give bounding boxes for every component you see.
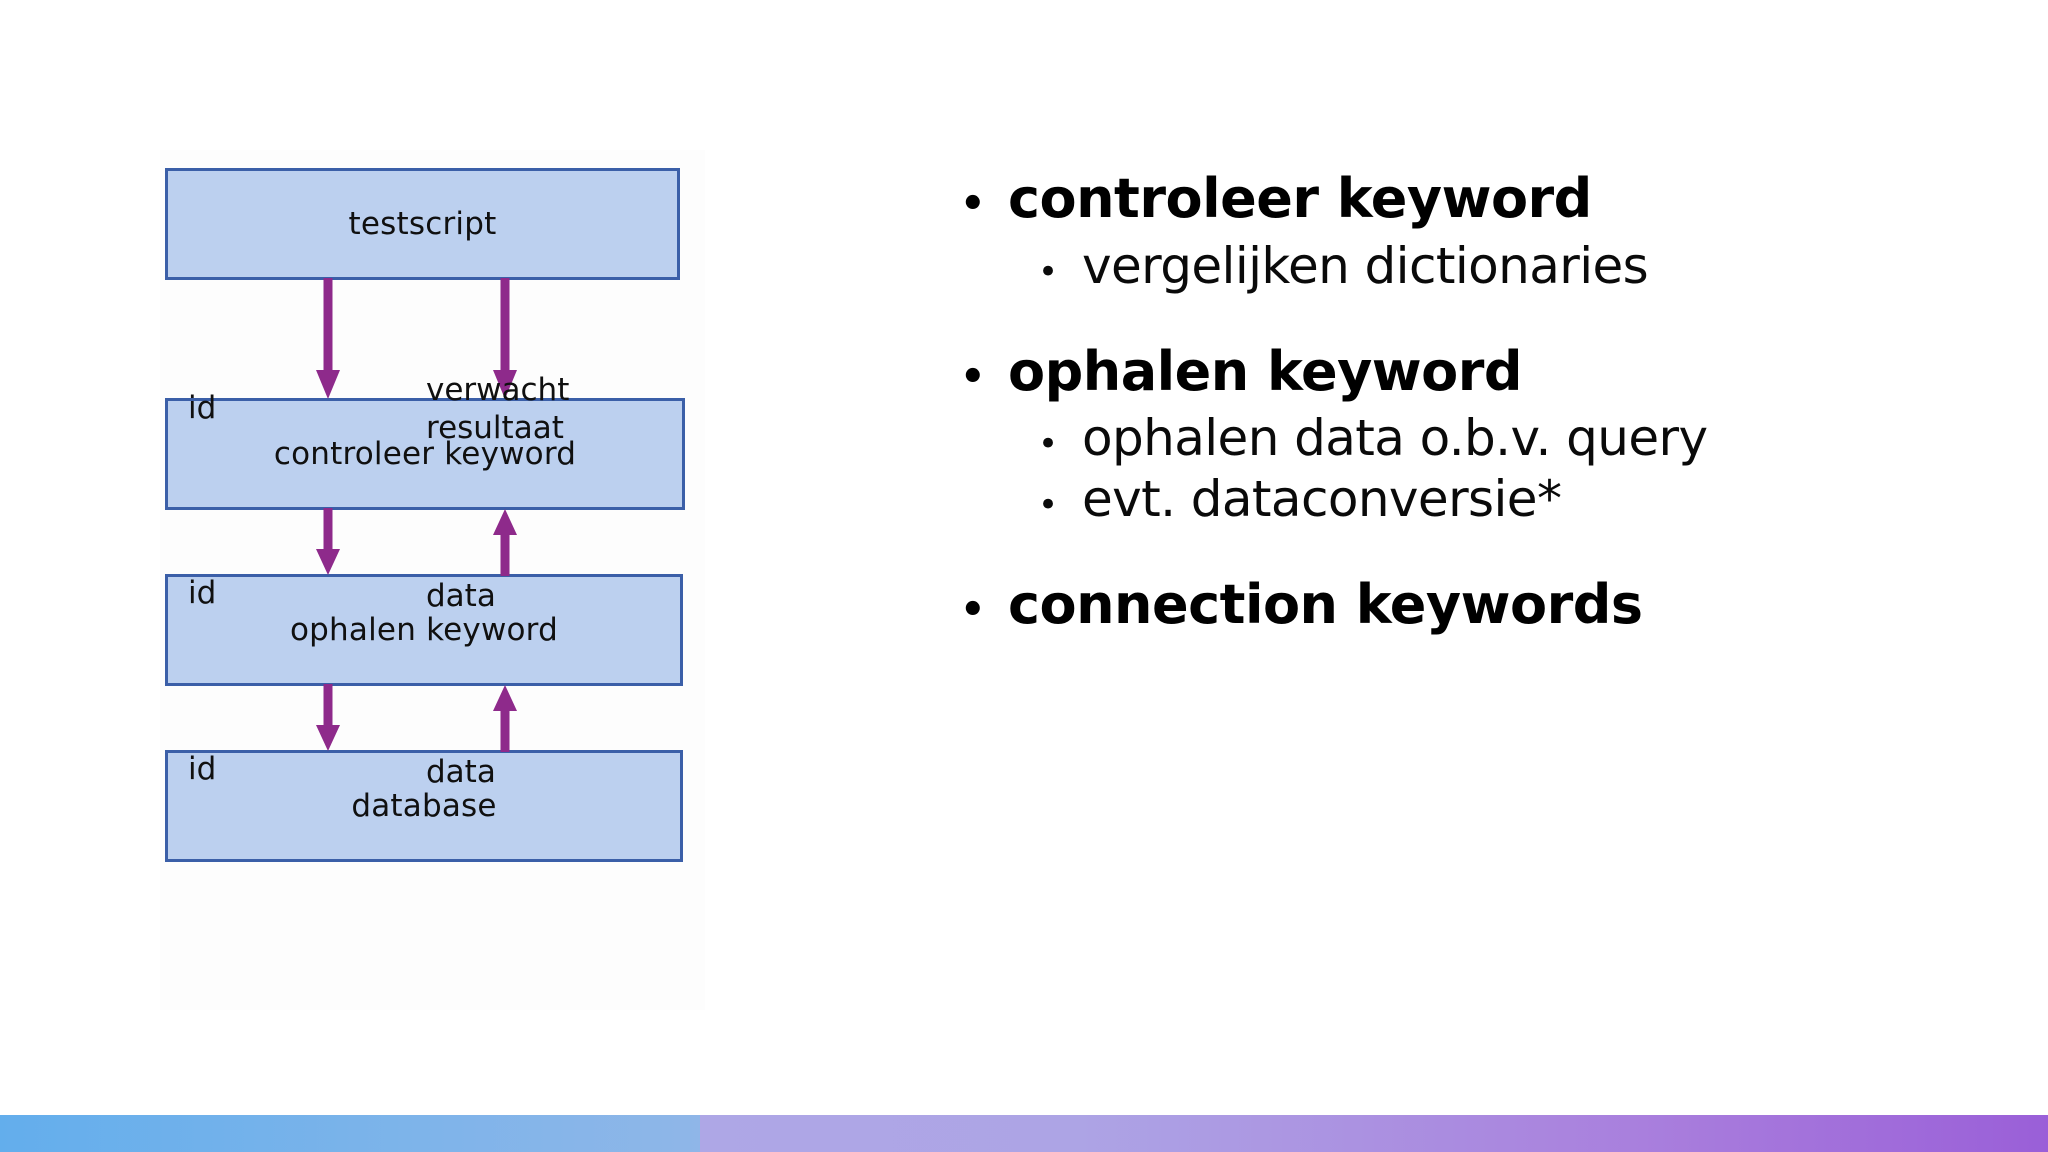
- bullet-marker-icon: •: [1038, 251, 1058, 292]
- arrow-down-id-testscript-to-controleer-icon: [315, 278, 341, 400]
- node-label-testscript: testscript: [348, 206, 497, 242]
- node-label-ophalen-keyword: ophalen keyword: [290, 612, 558, 648]
- edge-label-data-2: data: [426, 754, 496, 790]
- edge-label-data-1: data: [426, 578, 496, 614]
- sub-list-ophalen-keyword: • ophalen data o.b.v. query • evt. datac…: [960, 408, 1960, 530]
- edge-label-verwacht-line2: resultaat: [426, 409, 564, 446]
- node-label-database: database: [351, 788, 497, 824]
- bullet-list: • controleer keyword • vergelijken dicti…: [960, 168, 1960, 636]
- bullet-item-evt-dataconversie: • evt. dataconversie*: [960, 469, 1960, 530]
- bullet-marker-icon: •: [1038, 485, 1058, 526]
- bullet-marker-icon: •: [1038, 424, 1058, 465]
- arrow-up-data-ophalen-to-controleer-icon: [492, 508, 518, 576]
- edge-label-verwacht-line1: verwacht: [426, 372, 570, 408]
- bullet-group-ophalen-keyword: • ophalen keyword • ophalen data o.b.v. …: [960, 339, 1960, 531]
- bullet-label-connection-keywords: connection keywords: [1008, 573, 1643, 637]
- edge-label-id-1: id: [188, 390, 217, 426]
- edge-label-id-2: id: [188, 575, 217, 611]
- bottom-gradient-bar: [0, 1115, 2048, 1152]
- edge-label-verwacht-resultaat: verwacht resultaat: [426, 372, 569, 448]
- node-label-controleer-keyword: controleer keyword: [273, 436, 577, 472]
- layered-architecture-diagram: testscript controleer keyword ophalen ke…: [160, 150, 705, 1010]
- diagram-node-ophalen-keyword: ophalen keyword: [165, 574, 683, 686]
- bullet-label-ophalen-data-query: ophalen data o.b.v. query: [1082, 409, 1708, 468]
- arrow-up-data-database-to-ophalen-icon: [492, 684, 518, 752]
- bullet-group-connection-keywords: • connection keywords: [960, 574, 1960, 636]
- arrow-down-verwacht-resultaat-icon: [492, 278, 518, 400]
- bottom-bar-right-segment: [700, 1115, 2048, 1152]
- bullet-item-connection-keywords: • connection keywords: [960, 574, 1960, 636]
- bullet-item-vergelijken-dictionaries: • vergelijken dictionaries: [960, 236, 1960, 297]
- bullet-item-ophalen-data-query: • ophalen data o.b.v. query: [960, 408, 1960, 469]
- bullet-item-ophalen-keyword: • ophalen keyword: [960, 339, 1960, 403]
- arrow-down-id-controleer-to-ophalen-icon: [315, 508, 341, 576]
- bullet-label-evt-dataconversie: evt. dataconversie*: [1082, 470, 1562, 529]
- bullet-marker-icon: •: [960, 353, 986, 400]
- diagram-image-region: testscript controleer keyword ophalen ke…: [160, 150, 705, 1010]
- diagram-node-controleer-keyword: controleer keyword: [165, 398, 685, 510]
- diagram-node-database: database: [165, 750, 683, 862]
- bullet-label-controleer-keyword: controleer keyword: [1008, 167, 1592, 230]
- sub-list-controleer-keyword: • vergelijken dictionaries: [960, 236, 1960, 297]
- diagram-node-testscript: testscript: [165, 168, 680, 280]
- edge-label-id-3: id: [188, 751, 217, 787]
- bullet-group-controleer-keyword: • controleer keyword • vergelijken dicti…: [960, 168, 1960, 297]
- bullet-item-controleer-keyword: • controleer keyword: [960, 168, 1960, 230]
- arrow-down-id-ophalen-to-database-icon: [315, 684, 341, 752]
- bullet-label-ophalen-keyword: ophalen keyword: [1008, 339, 1523, 403]
- bullet-label-vergelijken-dictionaries: vergelijken dictionaries: [1082, 236, 1649, 295]
- bottom-bar-left-segment: [0, 1115, 700, 1152]
- bullet-marker-icon: •: [960, 181, 986, 227]
- bullet-marker-icon: •: [960, 587, 986, 634]
